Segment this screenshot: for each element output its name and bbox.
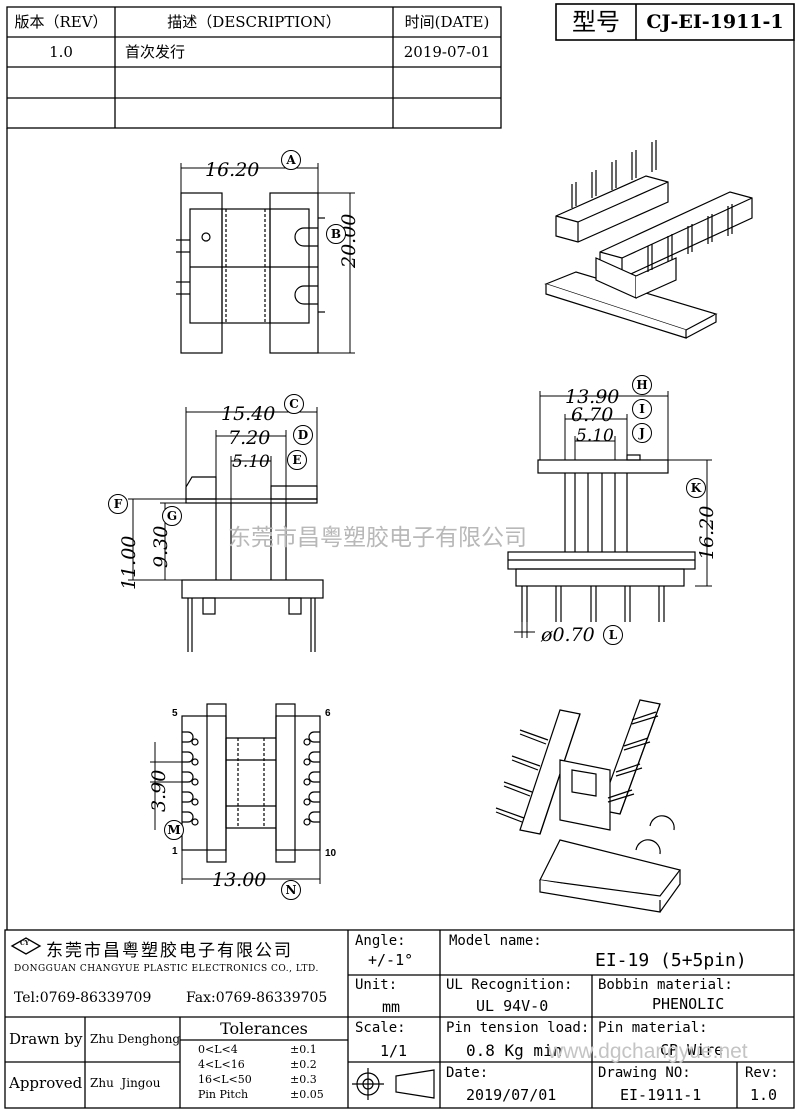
tolerance-value-1: ±0.1 [290, 1043, 317, 1056]
bobbin-value: PHENOLIC [652, 995, 725, 1013]
company-name-cn: 东莞市昌粤塑胶电子有限公司 [46, 941, 293, 961]
dim-j-value: 5.10 [576, 426, 614, 446]
tolerance-range-1: 0<L<4 [198, 1043, 238, 1056]
watermark-company: 东莞市昌粤塑胶电子有限公司 [228, 524, 527, 550]
drawing-no-value: EI-1911-1 [620, 1086, 702, 1104]
bottom-view-pin-holes-right [303, 738, 311, 826]
tolerance-value-2: ±0.2 [290, 1058, 317, 1071]
pin-number-1: 1 [172, 846, 178, 857]
company-fax: Fax:0769-86339705 [186, 990, 328, 1006]
bobbin-label: Bobbin material: [598, 977, 733, 993]
date-value: 2019/07/01 [466, 1086, 557, 1104]
balloon-h: H [632, 375, 652, 395]
tolerance-range-3: 16<L<50 [198, 1073, 252, 1086]
dim-c-value: 15.40 [221, 403, 276, 425]
pin-number-5: 5 [172, 708, 178, 719]
drawn-by-value: Zhu Denghong [90, 1032, 181, 1046]
dim-h-value: 13.90 [565, 386, 620, 408]
unit-value: mm [382, 998, 401, 1016]
front-view-dimension-lines [128, 407, 318, 581]
front-view-drawing [181, 476, 324, 652]
rev-row1-version: 1.0 [49, 43, 73, 61]
title-block-grid [4, 929, 795, 1109]
tension-label: Pin tension load: [446, 1020, 590, 1036]
model-box-frame [555, 3, 795, 41]
pin-number-10: 10 [325, 848, 337, 859]
date-label: Date: [446, 1065, 489, 1081]
rev-header-version: 版本（REV） [14, 13, 108, 31]
revision-table-grid [6, 6, 502, 129]
rev-value: 1.0 [750, 1086, 778, 1104]
model-box-label: 型号 [572, 8, 620, 36]
company-logo [10, 937, 42, 955]
drawing-no-label: Drawing NO: [598, 1065, 691, 1081]
approved-label: Approved [9, 1074, 83, 1092]
dim-m-value: 3.90 [148, 769, 170, 812]
angle-value: +/-1° [368, 951, 414, 969]
balloon-i: I [632, 399, 652, 419]
dim-k-value: 16.20 [696, 505, 718, 560]
balloon-m: M [164, 820, 184, 840]
company-tel: Tel:0769-86339709 [14, 990, 152, 1006]
dim-g-value: 9.30 [150, 525, 172, 568]
balloon-n: N [281, 880, 301, 900]
balloon-a: A [281, 150, 301, 170]
drawn-by-label: Drawn by [9, 1030, 83, 1048]
balloon-c: C [284, 394, 304, 414]
dim-d-value: 7.20 [228, 427, 271, 449]
balloon-f: F [108, 494, 128, 514]
isometric-view-bottom [495, 699, 682, 913]
balloon-b: B [326, 224, 346, 244]
top-view-dimension-lines [180, 163, 355, 354]
top-view-drawing [176, 192, 325, 354]
bottom-view-drawing [181, 703, 321, 863]
site-watermark: www.dgchangyue.net [548, 1040, 748, 1063]
model-box-value: CJ-EI-1911-1 [646, 11, 784, 33]
pin-material-value: CP Wire [660, 1041, 724, 1059]
tolerances-title: Tolerances [220, 1019, 308, 1038]
balloon-j: J [632, 423, 652, 443]
dim-l-value: ø0.70 [541, 624, 595, 646]
tension-value: 0.8 Kg min [466, 1041, 563, 1060]
approved-value: Zhu Jingou [90, 1076, 161, 1090]
ul-label: UL Recognition: [446, 977, 573, 993]
pin-number-6: 6 [325, 708, 331, 719]
side-view-drawing [507, 454, 696, 622]
dim-a-value: 16.20 [205, 159, 260, 181]
tolerance-range-2: 4<L<16 [198, 1058, 245, 1071]
tolerance-value-4: ±0.05 [290, 1088, 324, 1101]
company-name-en: DONGGUAN CHANGYUE PLASTIC ELECTRONICS CO… [14, 964, 319, 974]
bottom-view-dimension-lines [150, 742, 321, 884]
tolerance-value-3: ±0.3 [290, 1073, 317, 1086]
dim-i-value: 6.70 [571, 404, 614, 426]
bottom-view-pin-holes-left [191, 738, 199, 826]
dim-e-value: 5.10 [232, 452, 270, 472]
balloon-g: G [162, 506, 182, 526]
balloon-e: E [287, 450, 307, 470]
isometric-view-top [544, 140, 753, 339]
model-name-value: EI-19 (5+5pin) [595, 950, 747, 971]
ul-value: UL 94V-0 [476, 997, 549, 1015]
scale-value: 1/1 [380, 1042, 408, 1060]
tolerance-range-4: Pin Pitch [198, 1088, 249, 1101]
balloon-d: D [293, 425, 313, 445]
rev-header-date: 时间(DATE) [404, 13, 490, 31]
model-name-label: Model name: [449, 933, 542, 949]
logo-text: CY [20, 940, 30, 947]
rev-header-description: 描述（DESCRIPTION） [167, 13, 341, 31]
angle-label: Angle: [355, 933, 406, 949]
projection-symbol [352, 1068, 435, 1100]
rev-label: Rev: [745, 1065, 779, 1081]
side-view-dimension-lines [514, 391, 712, 638]
balloon-l: L [603, 625, 623, 645]
rev-row1-description: 首次发行 [125, 43, 186, 61]
unit-label: Unit: [355, 977, 398, 993]
rev-row1-date: 2019-07-01 [403, 43, 491, 61]
pin-material-label: Pin material: [598, 1020, 708, 1036]
scale-label: Scale: [355, 1020, 406, 1036]
balloon-k: K [686, 478, 706, 498]
dim-n-value: 13.00 [212, 869, 267, 891]
dim-f-value: 11.00 [118, 535, 140, 590]
